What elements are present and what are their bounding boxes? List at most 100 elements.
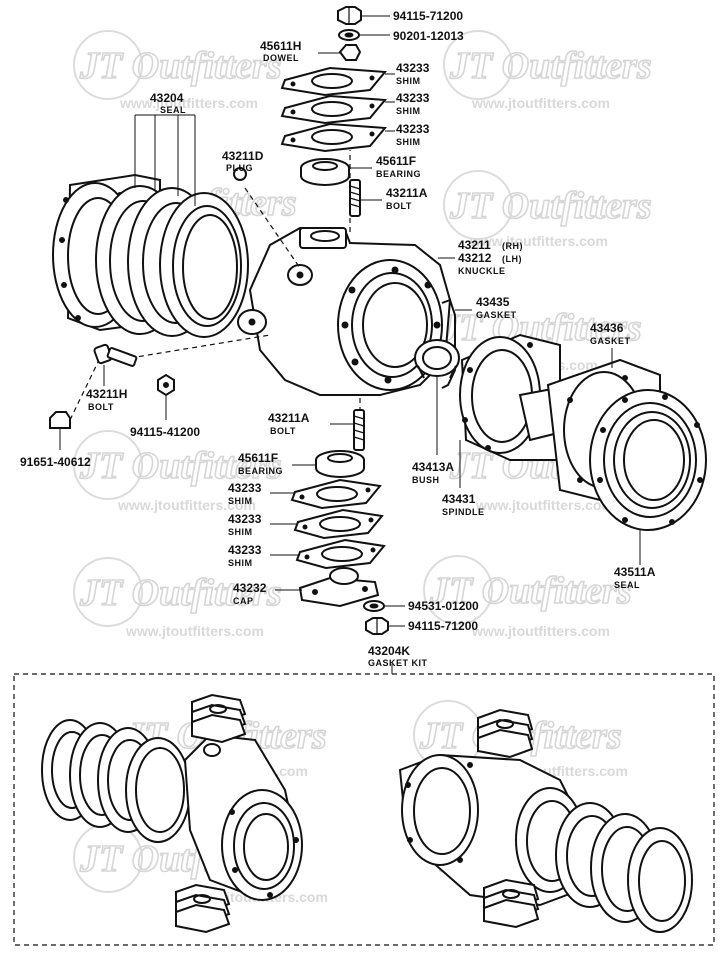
part-name-gasket-kit: GASKET KIT — [368, 658, 428, 668]
part-name-shim: SHIM — [228, 496, 253, 506]
shim-top-2-drawing — [280, 94, 395, 125]
top-stack — [280, 6, 395, 217]
part-name-dowel: DOWEL — [263, 53, 299, 63]
watermark: JT Outfitters www.jtoutfitters.com — [73, 557, 282, 639]
part-name-bolt-lower: BOLT — [270, 426, 296, 436]
bolt-lower-drawing — [330, 409, 365, 451]
watermark-url: www.jtoutfitters.com — [119, 95, 258, 111]
part-name-bearing-lower: BEARING — [238, 466, 283, 476]
watermark-brand: JT Outfitters — [79, 572, 282, 614]
part-number-seal: 43204 — [150, 91, 184, 105]
part-number-seal-outer: 43511A — [614, 565, 656, 579]
watermark-url: www.jtoutfitters.com — [471, 95, 610, 111]
kit-right-assembly-drawing — [398, 753, 693, 933]
part-number-shim: 43233 — [396, 61, 430, 75]
part-name-shim: SHIM — [396, 76, 421, 86]
part-number-nut-top: 94115-71200 — [393, 9, 463, 23]
part-name-spindle: SPINDLE — [442, 507, 485, 517]
gasket-a-drawing — [441, 298, 472, 389]
seal-outer-drawing — [589, 389, 707, 565]
seal-stack-drawing — [52, 114, 249, 338]
part-number-washer-top: 90201-12013 — [393, 29, 464, 43]
kit-shim-stack-drawing — [175, 883, 231, 934]
watermark-url: www.jtoutfitters.com — [475, 497, 614, 513]
bolt-top-drawing — [349, 179, 382, 217]
part-number-bolt-lower: 43211A — [268, 411, 310, 425]
part-name-cap: CAP — [233, 596, 254, 606]
part-name-knuckle: KNUCKLE — [458, 266, 506, 276]
part-number-gasket-b: 43436 — [590, 321, 624, 335]
kit-shim-stack-drawing — [483, 878, 540, 929]
nut-side-drawing — [157, 373, 175, 420]
part-number-nut-bottom: 94115-71200 — [408, 619, 478, 633]
part-number-gasket-kit: 43204K — [368, 644, 410, 658]
part-number-bush: 43413A — [412, 460, 454, 474]
watermark-url: www.jtoutfitters.com — [125, 623, 264, 639]
part-name-gasket-b: GASKET — [590, 336, 631, 346]
part-number-cap: 43232 — [233, 581, 267, 595]
watermark-url: www.jtoutfitters.com — [117, 497, 256, 513]
part-number-cap-nut: 91651-40612 — [20, 455, 91, 469]
nut-bottom-drawing — [365, 617, 405, 635]
part-number-shim: 43233 — [396, 91, 430, 105]
part-number-shim: 43233 — [228, 481, 262, 495]
bearing-lower-drawing — [292, 450, 365, 478]
watermark-brand: JT Outfitters — [449, 45, 652, 87]
part-number-shim: 43233 — [396, 122, 430, 136]
kit-shim-stack-drawing — [477, 708, 534, 759]
part-name-shim: SHIM — [228, 527, 253, 537]
part-number-knuckle-lh: 43212 — [458, 251, 492, 265]
shim-top-1-drawing — [280, 66, 395, 97]
cap-drawing — [275, 567, 380, 608]
part-number-bearing-lower: 45611F — [238, 451, 278, 465]
part-name-bush: BUSH — [412, 475, 440, 485]
part-number-knuckle-rh: 43211 — [458, 238, 491, 252]
part-name-shim: SHIM — [228, 558, 253, 568]
shim-low-2-drawing — [270, 508, 384, 540]
part-name-bolt-top: BOLT — [386, 201, 412, 211]
bearing-top-drawing — [300, 158, 372, 186]
part-side-knuckle-lh: (LH) — [502, 254, 522, 264]
kit-shim-stack-drawing — [191, 693, 247, 744]
part-number-bolt-top: 43211A — [386, 186, 428, 200]
dowel-drawing — [318, 44, 362, 61]
part-number-gasket-a: 43435 — [476, 295, 510, 309]
watermark-brand: JT Outfitters — [79, 445, 282, 487]
gasket-kit-box — [13, 664, 715, 946]
watermark-brand: JT Outfitters — [79, 45, 282, 87]
watermark-logo-circle — [73, 30, 143, 100]
part-number-shim: 43233 — [228, 543, 262, 557]
washer-top-drawing — [338, 29, 390, 41]
part-number-spindle: 43431 — [442, 492, 476, 506]
part-name-bolt-h: BOLT — [88, 402, 114, 412]
part-number-shim: 43233 — [228, 512, 262, 526]
shim-low-1-drawing — [270, 478, 382, 510]
part-name-seal-outer: SEAL — [614, 580, 640, 590]
part-number-dowel: 45611H — [260, 39, 301, 53]
part-number-bolt-h: 43211H — [86, 387, 127, 401]
watermark: JT Outfitters www.jtoutfitters.com — [73, 430, 282, 513]
part-side-knuckle-rh: (RH) — [502, 241, 523, 251]
part-name-shim: SHIM — [396, 137, 421, 147]
part-name-bearing-top: BEARING — [376, 169, 421, 179]
part-name-seal: SEAL — [160, 105, 186, 115]
part-number-plug: 43211D — [222, 149, 264, 163]
part-name-gasket-a: GASKET — [476, 310, 517, 320]
watermark: JT Outfitters www.jtoutfitters.com — [443, 170, 652, 249]
part-number-bearing-top: 45611F — [376, 154, 416, 168]
shim-top-3-drawing — [280, 122, 395, 153]
part-labels: 94115-71200 90201-12013 45611H DOWEL 432… — [20, 9, 656, 668]
watermark-brand: JT Outfitters — [449, 185, 652, 227]
nut-top-drawing — [337, 6, 390, 25]
part-number-washer-bottom: 94531-01200 — [408, 599, 479, 613]
part-name-plug: PLUG — [226, 163, 253, 173]
watermark: JT Outfitters www.jtoutfitters.com — [423, 555, 632, 639]
washer-bottom-drawing — [363, 600, 405, 612]
part-number-nut-side: 94115-41200 — [130, 425, 200, 439]
watermark-url: www.jtoutfitters.com — [469, 233, 608, 249]
bottom-stack — [270, 409, 405, 635]
plug-drawing — [233, 165, 247, 181]
watermark: JT Outfitters www.jtoutfitters.com — [73, 30, 282, 111]
